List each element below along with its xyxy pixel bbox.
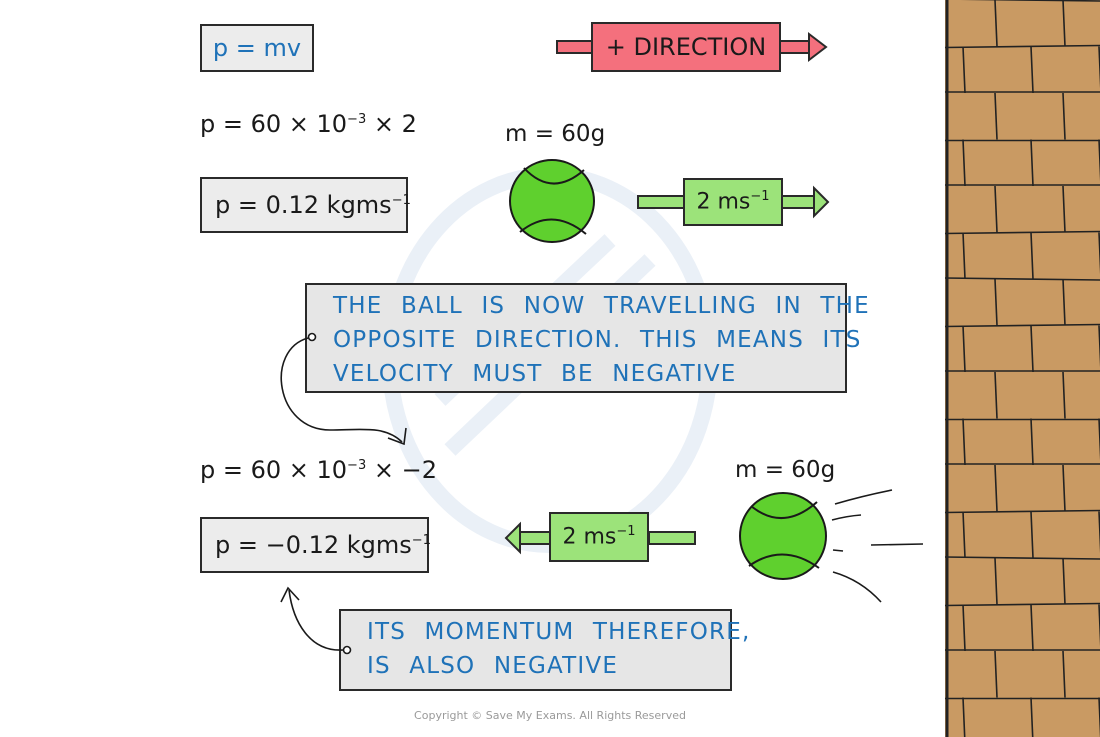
note-momentum-negative: ITS MOMENTUM THEREFORE, IS ALSO NEGATIVE — [339, 609, 751, 691]
bottom-mass-label: m = 60g — [735, 457, 836, 483]
direction-label: + DIRECTION — [605, 33, 767, 61]
copyright-notice: Copyright © Save My Exams. All Rights Re… — [414, 709, 686, 722]
note1-line: OPPOSITE DIRECTION. THIS MEANS ITS — [333, 327, 862, 353]
velocity-arrow-bottom — [504, 521, 696, 555]
motion-lines — [831, 489, 924, 603]
top-mass-label: m = 60g — [505, 121, 606, 147]
bottom-result-box: p = −0.12 kgms−1 — [200, 517, 431, 573]
top-result: p = 0.12 kgms−1 — [215, 191, 411, 219]
note1-line: VELOCITY MUST BE NEGATIVE — [333, 361, 737, 387]
ball-bottom — [739, 489, 924, 603]
velocity-label-top: 2 ms−1 — [683, 178, 783, 226]
top-substitution: p = 60 × 10−3 × 2 — [200, 110, 417, 138]
momentum-formula-box: p = mv — [200, 24, 314, 72]
direction-label-box: + DIRECTION — [591, 22, 781, 72]
bottom-result: p = −0.12 kgms−1 — [215, 531, 431, 559]
note2-pointer — [280, 586, 352, 655]
momentum-formula: p = mv — [212, 34, 302, 62]
top-result-box: p = 0.12 kgms−1 — [200, 177, 411, 233]
bottom-substitution: p = 60 × 10−3 × −2 — [200, 456, 437, 484]
brick-wall — [945, 0, 1100, 737]
note1-line: THE BALL IS NOW TRAVELLING IN THE — [333, 293, 870, 319]
ball-top — [509, 159, 595, 243]
note-opposite-direction: THE BALL IS NOW TRAVELLING IN THE OPPOSI… — [305, 283, 870, 393]
direction-arrow — [556, 31, 828, 63]
note1-pointer — [280, 332, 407, 446]
note2-line: IS ALSO NEGATIVE — [367, 653, 619, 679]
velocity-label-bottom: 2 ms−1 — [549, 512, 649, 562]
note2-line: ITS MOMENTUM THEREFORE, — [367, 619, 751, 645]
